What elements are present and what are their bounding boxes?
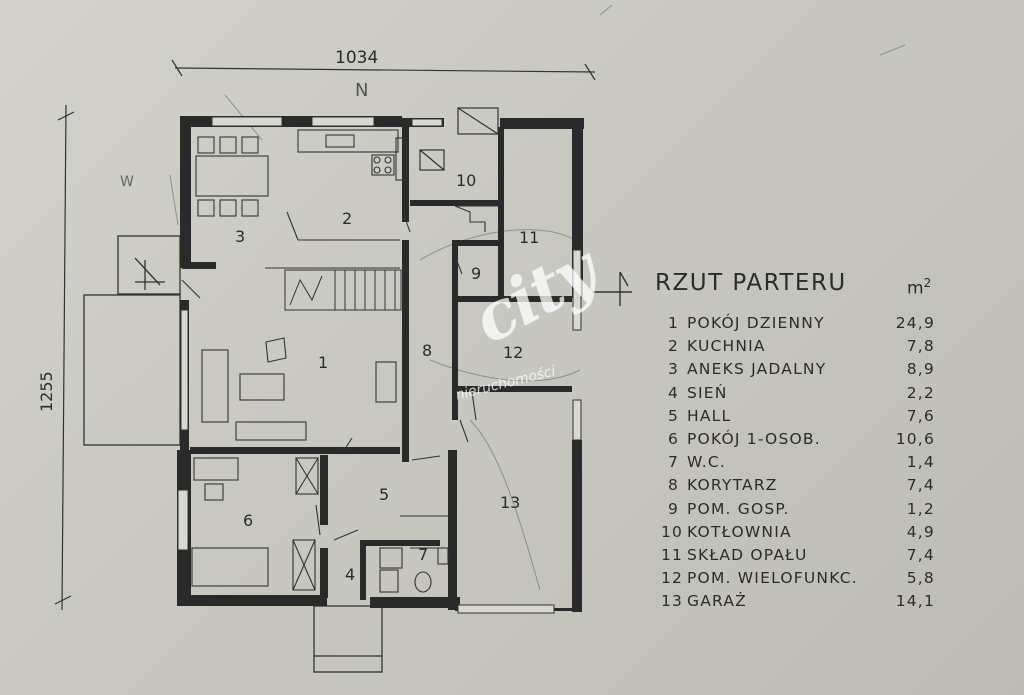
room-number: 1 [667,314,679,332]
width-dimension-label: 1034 [335,48,378,68]
legend-row: 1 POKÓJ DZIENNY 24,9 [655,314,955,337]
room-area: 5,8 [906,569,935,588]
unit-base: m [907,278,924,299]
room-number: 10 [456,171,476,190]
room-name: POM. WIELOFUNKC. [687,569,858,588]
dimension-lines [54,59,596,611]
room-number: 3 [235,227,245,246]
staircase [265,267,402,311]
room-name: SKŁAD OPAŁU [687,545,808,564]
legend-row: 6 POKÓJ 1-OSOB. 10,6 [655,430,955,453]
windows [177,116,582,614]
room-area: 14,1 [895,592,935,611]
room-area: 10,6 [895,429,935,448]
room-number: 11 [661,545,684,564]
room-area: 2,2 [906,383,935,402]
height-dimension-label: 1255 [37,371,56,412]
room-area: 24,9 [895,314,935,332]
room-number: 8 [667,476,679,495]
room-area: 8,9 [906,360,935,379]
room-name: KUCHNIA [687,337,766,356]
room-name: POM. GOSP. [687,499,790,518]
room-number: 3 [667,360,679,379]
room-number: 9 [471,264,481,283]
legend-row: 8 KORYTARZ 7,4 [655,476,955,499]
legend-row: 7 W.C. 1,4 [655,453,955,476]
room-name: GARAŻ [687,592,747,611]
room-number: 11 [519,228,539,247]
room-number: 12 [503,343,523,362]
room-number: 8 [422,341,432,360]
entrance-step [313,605,383,673]
room-number: 5 [379,485,389,504]
exterior-walls [177,116,584,612]
room-name: POKÓJ 1-OSOB. [687,429,821,448]
room-area: 1,4 [906,453,935,472]
legend-row: 5 HALL 7,6 [655,407,955,430]
interior-walls [182,127,572,610]
room-number: 4 [345,565,355,584]
legend-unit: m2 [907,276,931,299]
legend-row: 3 ANEKS JADALNY 8,9 [655,360,955,383]
room-number: 10 [661,522,684,541]
room-name: KORYTARZ [687,476,778,495]
room-number: 7 [667,453,679,472]
room-name: SIEŃ [687,383,728,402]
room-area: 7,4 [906,476,935,495]
door-swings [181,211,477,549]
room-area: 4,9 [906,522,935,541]
terrace-outline [83,235,181,446]
room-number: 13 [661,592,684,611]
room-area: 1,2 [906,499,935,518]
room-numbers: 1 2 3 4 5 6 7 8 9 10 11 12 13 [235,171,539,584]
room-number: 2 [342,209,352,228]
room-area: 7,6 [906,406,935,425]
compass-west-label: W [120,174,134,190]
compass-north-label: N [355,80,368,101]
section-marker [592,271,632,306]
room-area: 7,4 [906,545,935,564]
legend-title: RZUT PARTERU [655,270,847,296]
room-name: POKÓJ DZIENNY [687,314,825,332]
furniture [191,129,498,593]
room-number: 6 [667,429,679,448]
room-name: W.C. [687,453,727,472]
room-number: 9 [667,499,679,518]
chimney [419,107,499,171]
room-name: ANEKS JADALNY [687,360,827,379]
room-number: 2 [667,337,679,356]
room-name: KOTŁOWNIA [687,522,792,541]
room-area: 7,8 [906,337,935,356]
room-number: 5 [667,406,679,425]
legend-row: 4 SIEŃ 2,2 [655,384,955,407]
room-number: 1 [318,353,328,372]
legend-row: 2 KUCHNIA 7,8 [655,337,955,360]
room-number: 6 [243,511,253,530]
room-number: 4 [667,383,679,402]
room-number: 7 [418,545,428,564]
room-number: 13 [500,493,520,512]
legend-header: RZUT PARTERU m2 [655,268,955,314]
unit-exponent: 2 [923,276,932,290]
legend-list: 1 POKÓJ DZIENNY 24,9 2 KUCHNIA 7,8 3 ANEKS JA… [655,314,955,615]
legend-row: 9 POM. GOSP. 1,2 [655,500,955,523]
room-number: 12 [661,569,684,588]
room-name: HALL [687,406,732,425]
